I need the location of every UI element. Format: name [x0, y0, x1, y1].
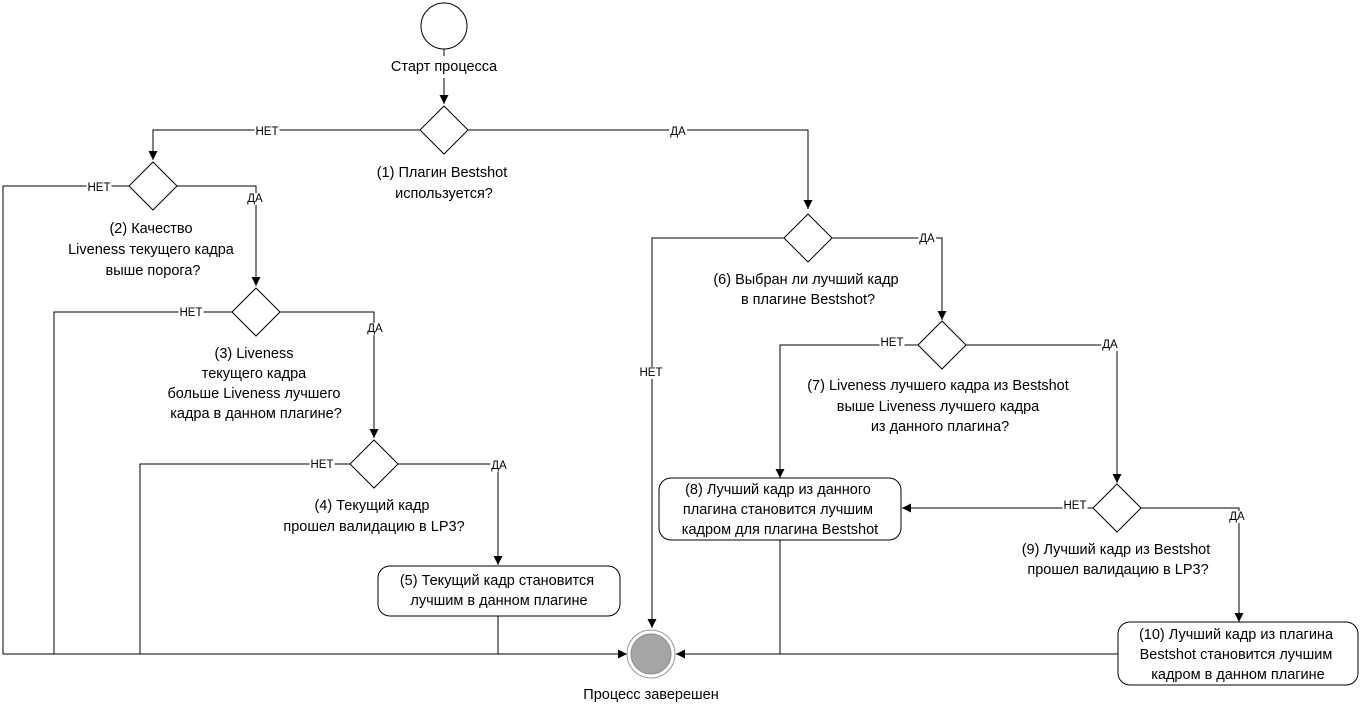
d7-label: (7) Liveness лучшего кадра из Bestshot в… — [807, 378, 1073, 435]
edge-label-d2-yes: ДА — [247, 193, 263, 205]
edge-label-background — [1101, 339, 1120, 351]
a5-label: (5) Текущий кадр становится лучшим в дан… — [400, 573, 598, 609]
action-a8 — [658, 477, 902, 541]
edge-label-background — [638, 367, 664, 379]
edge-label-d3-yes: ДА — [367, 323, 383, 335]
d4-label: (4) Текущий кадр прошел валидацию в LP3? — [283, 498, 464, 535]
connector-d1-yes — [468, 129, 813, 209]
connector-d4-yes — [398, 463, 503, 565]
connector-d4-no — [139, 463, 350, 654]
connector-d3-yes — [280, 311, 379, 438]
action-a5 — [377, 565, 621, 617]
decision-d4 — [349, 439, 399, 489]
a8-label: (8) Лучший кадр из данного плагина стано… — [682, 482, 878, 538]
connector-d6-yes — [832, 237, 947, 320]
edge-label-background — [178, 307, 204, 319]
end-node — [626, 629, 676, 679]
d1-label: (1) Плагин Bestshot используется? — [377, 165, 512, 202]
edge-label-d1-no: НЕТ — [256, 126, 279, 138]
edge-label-background — [309, 459, 335, 471]
decision-d2 — [128, 161, 178, 211]
edge-label-d9-no: НЕТ — [1064, 500, 1087, 512]
edge-label-background — [246, 193, 265, 205]
connector-d3-no — [53, 311, 232, 654]
decision-d3 — [231, 287, 281, 337]
d6-label: (6) Выбран ли лучший кадр в плагине Best… — [713, 272, 902, 308]
edge-label-background — [254, 126, 280, 138]
edge-label-background — [669, 126, 688, 138]
edge-label-d6-no: НЕТ — [640, 367, 663, 379]
edge-label-background — [1062, 500, 1088, 512]
edge-label-background — [879, 337, 905, 349]
decision-d9 — [1092, 483, 1142, 533]
connectors — [2, 49, 1244, 659]
a10-label: (10) Лучший кадр из плагина Bestshot ста… — [1139, 627, 1337, 683]
edge-label-d7-no: НЕТ — [881, 337, 904, 349]
d2-label: (2) Качество Liveness текущего кадра выш… — [68, 221, 238, 279]
connector-d2-yes — [177, 185, 261, 286]
edge-label-background — [918, 233, 937, 245]
connector-d7-no — [775, 344, 918, 478]
decision-d1 — [419, 105, 469, 155]
action-a10 — [1117, 621, 1359, 686]
connector-d9-yes — [1141, 507, 1244, 622]
start-node — [420, 2, 468, 50]
edge-label-d6-yes: ДА — [919, 233, 935, 245]
edge-label-d7-yes: ДА — [1102, 339, 1118, 351]
start-label: Старт процесса — [391, 59, 498, 75]
connector-d2-no — [2, 185, 627, 659]
end-label: Процесс заверешен — [583, 687, 718, 703]
decision-d6 — [783, 213, 833, 263]
edge-label-d1-yes: ДА — [670, 126, 686, 138]
edge-label-background — [490, 460, 509, 472]
edge-label-background — [86, 182, 112, 194]
edge-label-background — [1228, 511, 1247, 523]
d3-label: (3) Liveness текущего кадра больше Liven… — [167, 346, 344, 422]
decision-d7 — [917, 320, 967, 370]
d9-label: (9) Лучший кадр из Bestshot прошел валид… — [1022, 542, 1215, 578]
edge-label-d4-yes: ДА — [491, 460, 507, 472]
connector-d1-no — [148, 129, 420, 160]
edge-label-d3-no: НЕТ — [180, 307, 203, 319]
edge-label-d2-no: НЕТ — [88, 182, 111, 194]
edge-label-background — [366, 323, 385, 335]
connector-d6-no — [647, 237, 784, 628]
edge-label-d4-no: НЕТ — [311, 459, 334, 471]
edge-label-d9-yes: ДА — [1229, 511, 1245, 523]
